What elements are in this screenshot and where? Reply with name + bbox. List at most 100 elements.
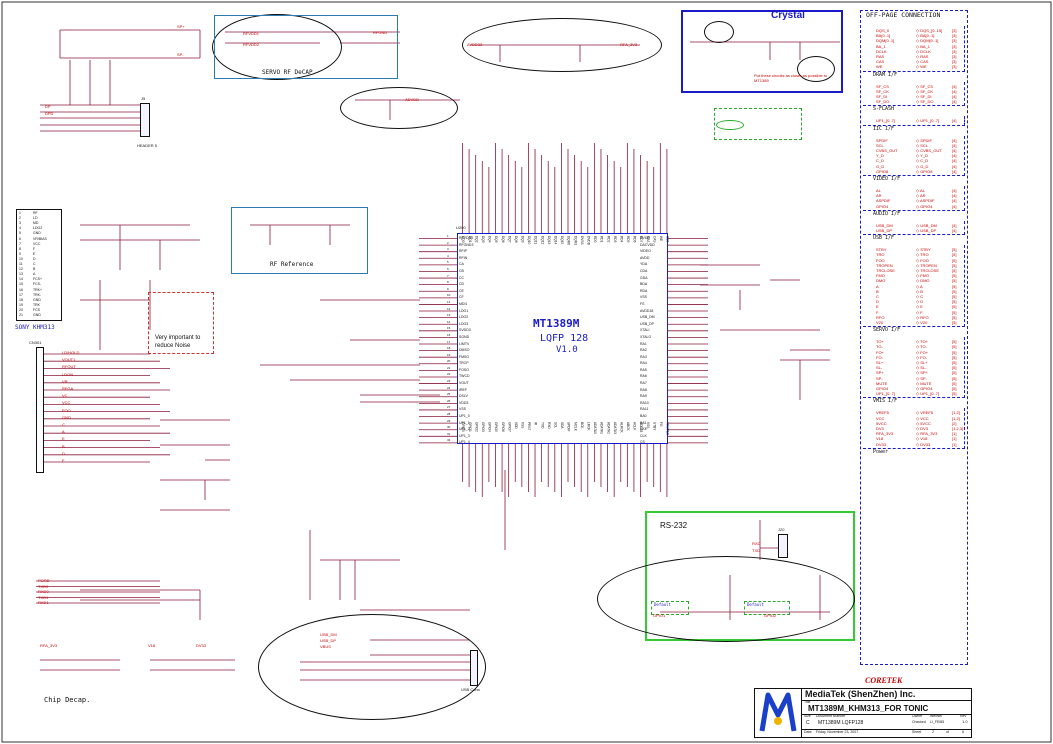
chip-pin-number: 32: [447, 438, 451, 443]
sony-pin-net: FOO: [62, 407, 71, 413]
offpage-page-ref: [5]: [952, 309, 957, 315]
offpage-row: V18◇ V18[1]: [874, 436, 966, 442]
offpage-port-arrow: ◇ A: [916, 283, 923, 289]
doc-label: Document Number: [816, 714, 846, 718]
rs232-connector-ref: J20: [778, 527, 785, 532]
chip-pin-right: RA7: [640, 381, 647, 386]
chip-pin-bottom: TROPEN: [665, 422, 670, 436]
offpage-page-ref: [4]: [952, 142, 957, 148]
chip-pin-number: 3: [447, 247, 449, 252]
title-field-value: MT1389M_KHM313_FOR TONIC: [808, 704, 929, 713]
chip-pin-bottom: GPIO2: [474, 422, 479, 432]
offpage-group: [863, 26, 965, 72]
offpage-row: D◇ D[5]: [874, 299, 966, 305]
chip-pin-number: 7: [447, 273, 449, 278]
dpd-net: DPD: [45, 111, 54, 116]
offpage-net-source: SF_DI: [876, 94, 888, 99]
table-pin-net: LD: [33, 216, 38, 221]
offpage-row: V20◇ V20[5]: [874, 320, 966, 326]
offpage-page-ref: [5]: [952, 252, 957, 258]
chip-pin-bottom: VSS: [645, 422, 650, 429]
chip-pin-bottom: GPIO7: [507, 422, 512, 432]
rf-reference-frame: [231, 207, 368, 274]
chip-pin-left: TWCD: [459, 374, 470, 379]
offpage-port-arrow: ◇ TRO: [916, 252, 929, 258]
usb-connector: [470, 650, 478, 686]
offpage-net-source: C: [876, 294, 879, 299]
offpage-port-arrow: ◇ GPIO4: [916, 386, 933, 391]
usb-net-dp: USB_DP: [320, 638, 337, 643]
offpage-row: UP1_[0..7]◇ UP1_[0..7][5]: [874, 391, 966, 397]
rev-value: 1.0: [962, 719, 968, 724]
sony-connector: [36, 347, 44, 473]
offpage-port-arrow: ◇ GPIO8: [916, 168, 933, 174]
chip-pin-bottom: LRCK: [586, 422, 591, 431]
table-pin-net: E: [33, 251, 36, 256]
sony-pin-net: E: [62, 436, 65, 442]
offpage-row: GPIO4◇ GPIO4[4]: [874, 204, 966, 210]
tropen-ellipse: [716, 120, 744, 130]
chip-pin-right: AVDD: [640, 255, 650, 260]
offpage-row: AL◇ AL[4]: [874, 188, 966, 194]
chip-pin-number: 14: [447, 319, 451, 324]
chip-pin-top: DQM0: [566, 236, 571, 246]
chip-pin-top: DQ2: [474, 236, 479, 243]
rs232-net-rxd: RXD: [752, 541, 761, 546]
chip-pin-top: RD5: [626, 236, 631, 243]
offpage-net-source: SP-: [876, 375, 883, 381]
chip-pin-top: DQ6: [500, 236, 505, 243]
chip-pin-top: DVDD: [586, 236, 591, 246]
offpage-port-arrow: ◇ SF_CK: [916, 88, 934, 94]
offpage-port-arrow: ◇ FO-: [916, 354, 928, 360]
offpage-group: [863, 81, 965, 107]
offpage-net-source: USB_DP: [876, 228, 893, 233]
offpage-net-source: DCLK: [876, 48, 887, 54]
table-pin-number: 11: [19, 262, 23, 266]
bus-net: RXD0: [38, 589, 49, 594]
sp-plus-net: SP+: [177, 24, 185, 29]
offpage-page-ref: [5]: [952, 288, 957, 294]
offpage-row: SF_CK◇ SF_CK[4]: [874, 89, 966, 95]
offpage-net-source: RFA_3V3: [876, 431, 894, 437]
chip-pin-number: 1: [447, 234, 449, 238]
table-pin-net: TRK: [33, 302, 40, 307]
chip-pin-number: 29: [447, 418, 451, 423]
offpage-page-ref: [3]: [952, 54, 957, 59]
offpage-row: BA_1◇ BA_1[3]: [874, 44, 966, 50]
chip-pin-left: FMSO: [459, 354, 470, 359]
offpage-port-arrow: ◇ F: [916, 309, 923, 315]
chip-pin-bottom: RXD: [546, 422, 551, 429]
chip-pin-number: 2: [447, 240, 449, 245]
offpage-net-source: ASPDIF: [876, 198, 891, 204]
chip-pin-number: 23: [447, 379, 451, 384]
table-pin-number: 6: [19, 236, 21, 241]
bus-net: TXD1: [38, 594, 49, 600]
decap-net-dv33: DV33: [196, 643, 207, 648]
offpage-net-source: A: [876, 283, 879, 289]
offpage-group-label: VMIS I/F: [873, 398, 898, 405]
offpage-net-source: FOO: [876, 257, 885, 263]
offpage-page-ref: [5]: [952, 320, 957, 325]
offpage-port-arrow: ◇ TO+: [916, 339, 928, 345]
chip-pin-left: LIMTV: [459, 341, 470, 346]
offpage-port-arrow: ◇ FOO: [916, 257, 929, 263]
chip-pin-right: XTALO: [640, 334, 652, 339]
chip-pin-left: CB: [459, 268, 464, 273]
sheet-label: Sheet: [912, 730, 922, 734]
offpage-net-source: SF_DO: [876, 99, 890, 105]
avdd-ellipse: [462, 18, 662, 72]
chip-pin-top: DQ3: [480, 236, 485, 243]
offpage-port-arrow: ◇ 5VCC: [916, 420, 931, 426]
rs232-net-gpio2: GPIO2: [764, 613, 777, 618]
rs232-net-txd: TXD: [752, 548, 760, 553]
offpage-row: DV3◇ DV3[1,2,3]: [874, 426, 966, 432]
chip-pin-left: CA: [459, 262, 464, 267]
offpage-net-source: VCC: [876, 415, 885, 421]
table-pin-net: D: [33, 256, 36, 261]
chip-pin-left: CF: [459, 295, 464, 300]
offpage-port-arrow: ◇ VCC: [916, 415, 929, 421]
left-pin-table: [16, 209, 62, 321]
table-pin-number: 18: [19, 297, 23, 302]
chip-pin-number: 6: [447, 266, 449, 271]
